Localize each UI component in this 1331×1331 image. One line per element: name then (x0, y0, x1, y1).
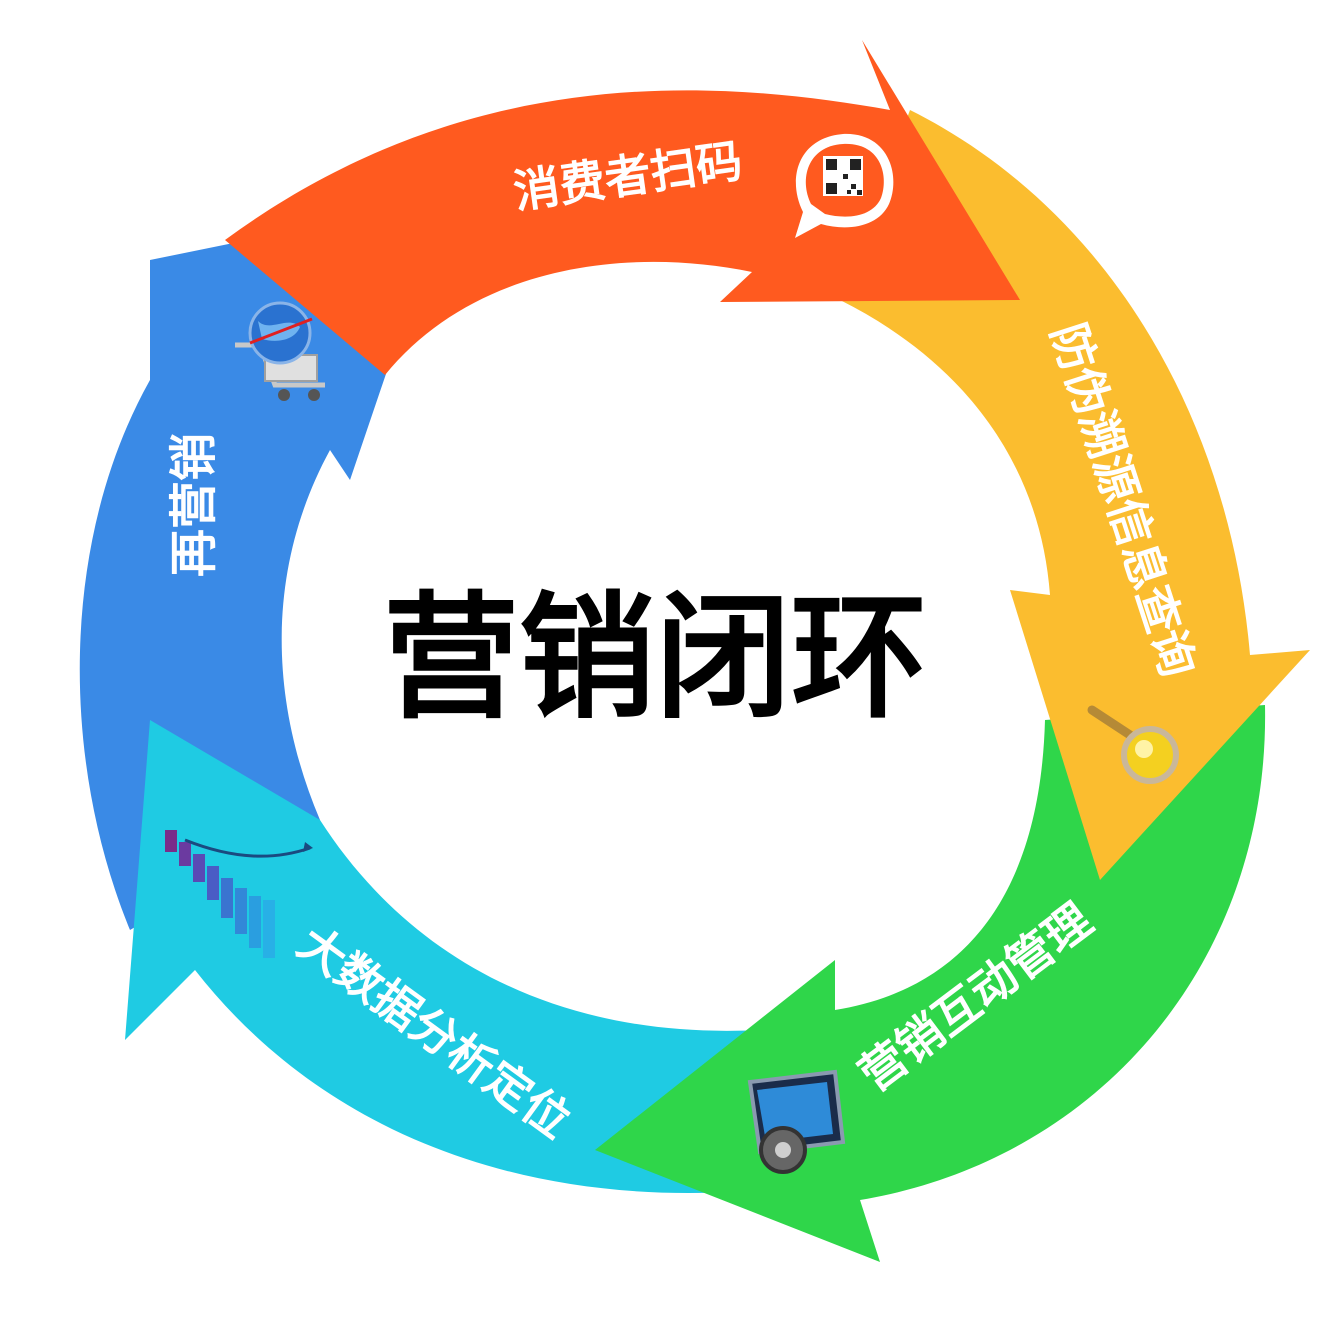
magnifier-icon (1087, 705, 1179, 784)
monitor-gear-icon (747, 1069, 846, 1174)
arrow-segment-traceability (840, 110, 1310, 880)
globe-cart-icon (235, 301, 325, 401)
qr-code-chat-icon (795, 133, 894, 239)
arrow-segment-scan (225, 40, 1020, 375)
arrow-segment-big-data (125, 720, 760, 1194)
segment-label-remarketing: 再营销 (166, 433, 222, 577)
bar-chart-icon (165, 830, 313, 958)
center-title: 营销闭环 (383, 580, 927, 738)
